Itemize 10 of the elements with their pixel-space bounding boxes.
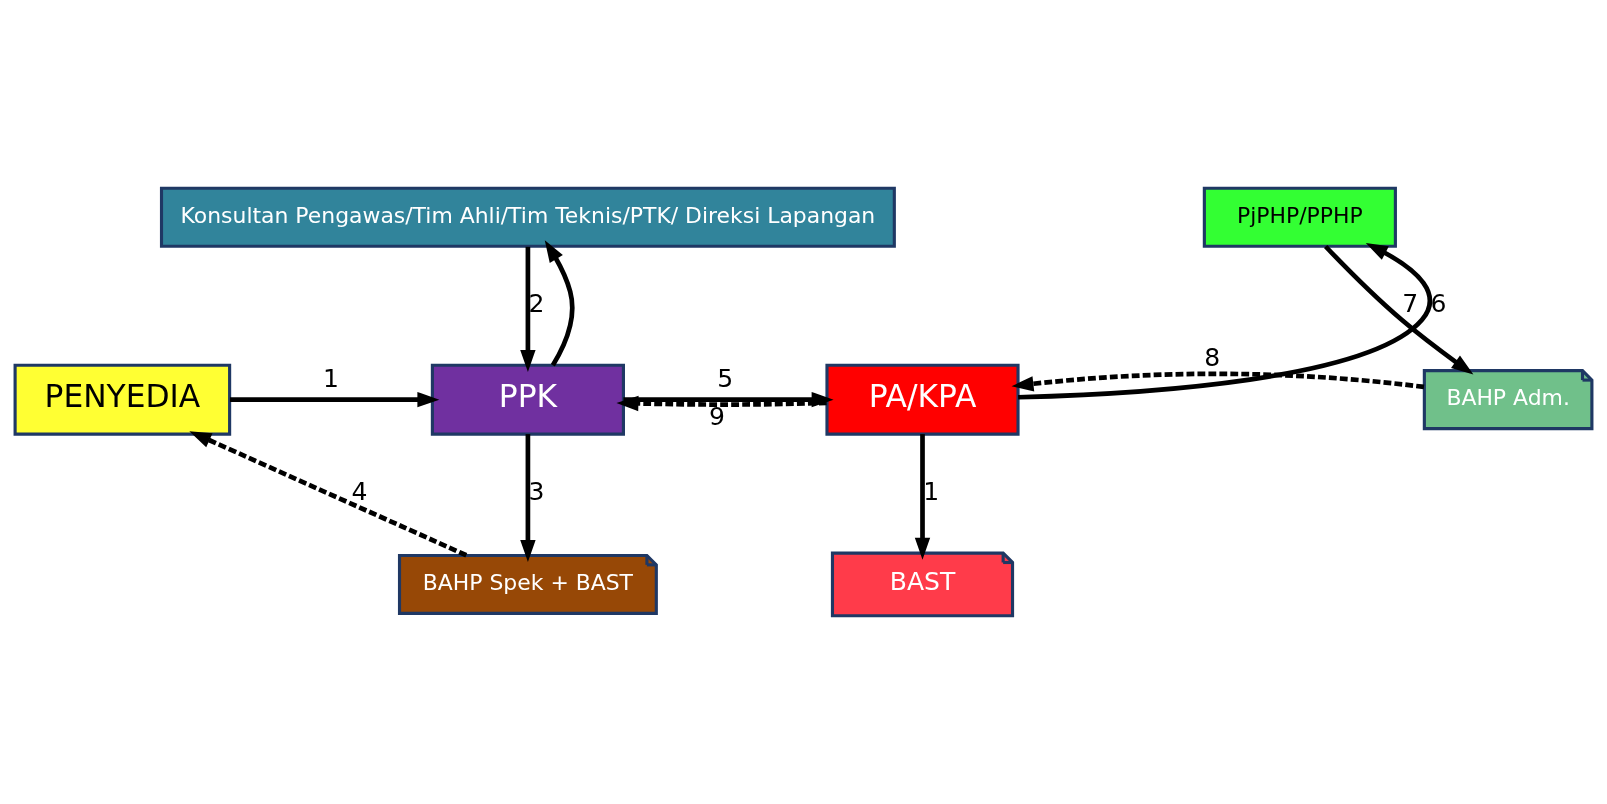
edge-label: 1: [923, 476, 940, 506]
edge-label: 6: [1430, 288, 1447, 318]
edge-label: 9: [709, 401, 725, 431]
edge-label: 2: [528, 288, 545, 318]
edge-label: 8: [1204, 342, 1221, 372]
edge-label: 3: [528, 476, 545, 506]
edge-label: 1: [323, 363, 339, 393]
edge-label: 7: [1402, 288, 1419, 318]
edge-label: 5: [717, 363, 734, 393]
edge-label: 4: [351, 476, 368, 506]
